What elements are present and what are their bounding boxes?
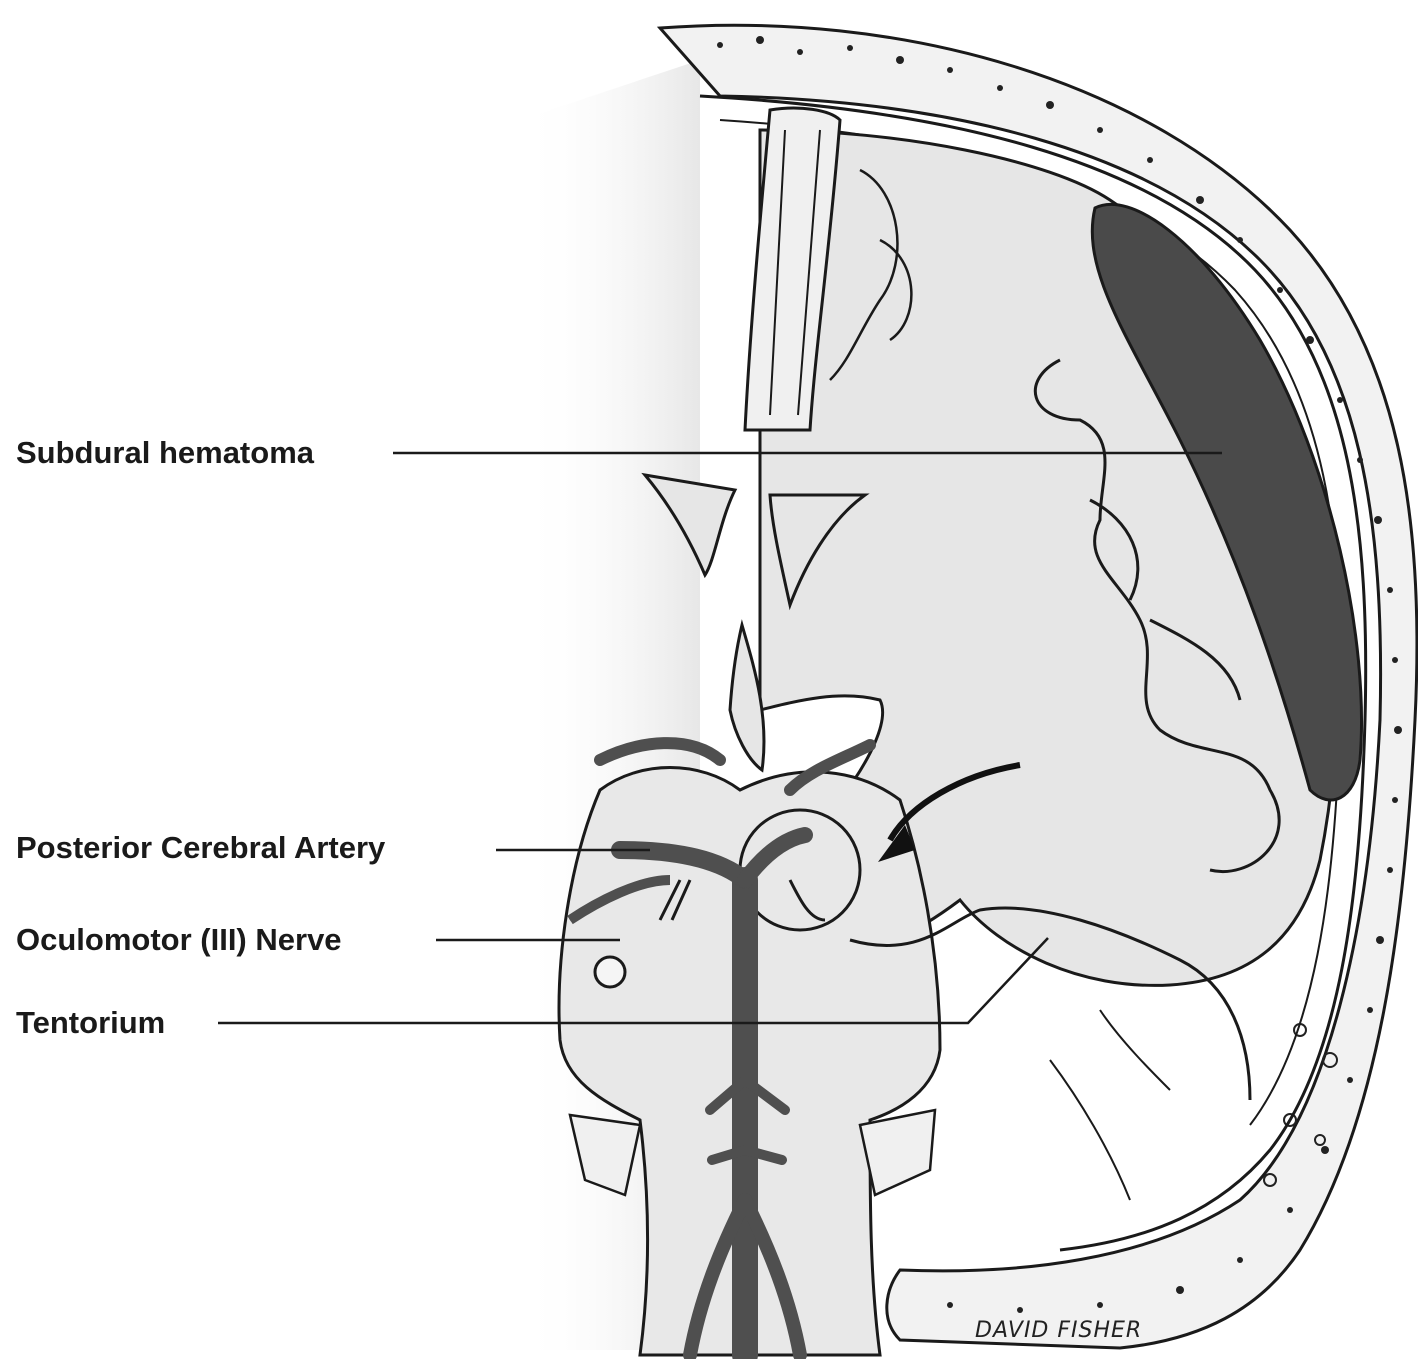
label-subdural-hematoma: Subdural hematoma xyxy=(16,437,314,468)
artist-signature: DAVID FISHER xyxy=(975,1318,1142,1343)
label-oculomotor-nerve: Oculomotor (III) Nerve xyxy=(16,924,342,955)
label-posterior-cerebral-artery: Posterior Cerebral Artery xyxy=(16,832,385,863)
label-tentorium: Tentorium xyxy=(16,1007,165,1038)
